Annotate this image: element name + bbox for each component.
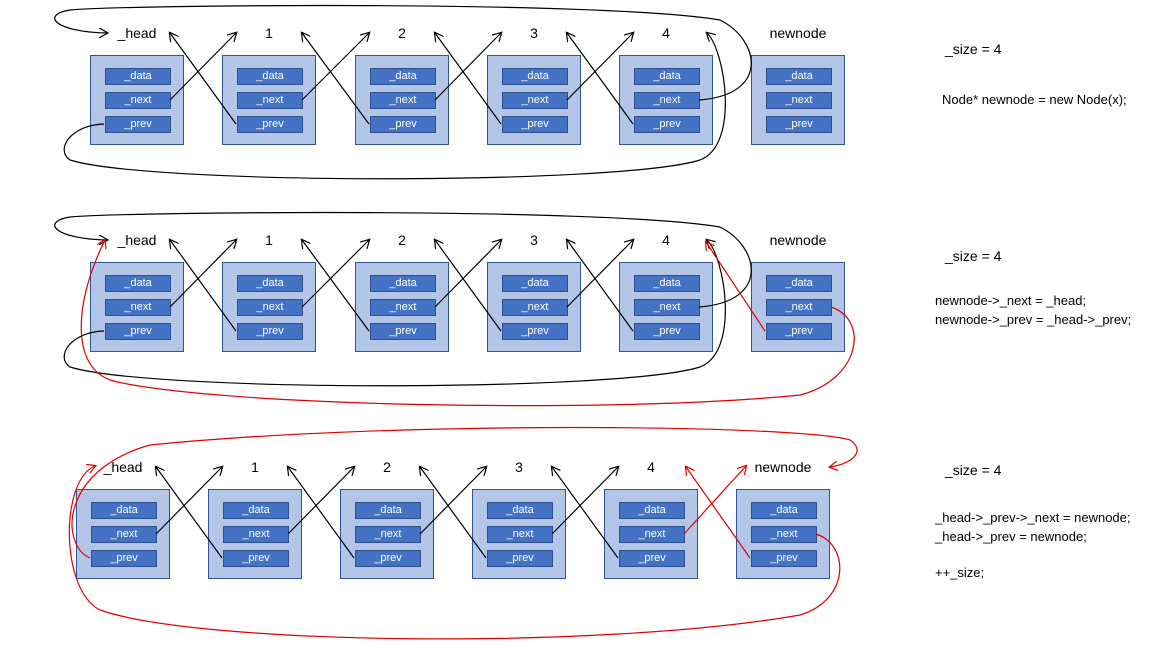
size-text-step-1: _size = 4 [945, 41, 1002, 57]
data-field: _data [487, 502, 553, 519]
label-node-4-step-3: 4 [647, 459, 655, 475]
code-line-step-3-2: _head->_prev = newnode; [935, 529, 1087, 544]
next-field: _next [751, 526, 817, 543]
prev-field: _prev [355, 550, 421, 567]
next-field: _next [370, 92, 436, 109]
data-field: _data [502, 68, 568, 85]
prev-field: _prev [105, 323, 171, 340]
label-node-4-step-2: 4 [662, 232, 670, 248]
label-node-1-step-1: 1 [265, 25, 273, 41]
data-field: _data [619, 502, 685, 519]
prev-field: _prev [502, 116, 568, 133]
data-field: _data [355, 502, 421, 519]
node-2-node-step-3: _data _next _prev [340, 489, 434, 579]
label-node-3-step-1: 3 [530, 25, 538, 41]
prev-field: _prev [766, 323, 832, 340]
node-3-node-step-2: _data _next _prev [487, 262, 581, 352]
next-field: _next [634, 92, 700, 109]
newnode-node-step-2: _data _next _prev [751, 262, 845, 352]
next-field: _next [237, 92, 303, 109]
next-field: _next [370, 299, 436, 316]
code-line-step-3-4: ++_size; [935, 565, 985, 580]
prev-field: _prev [370, 323, 436, 340]
label-node-3-step-3: 3 [515, 459, 523, 475]
size-text-step-2: _size = 4 [945, 248, 1002, 264]
label-node-4-step-1: 4 [662, 25, 670, 41]
next-field: _next [619, 526, 685, 543]
next-field: _next [105, 299, 171, 316]
prev-field: _prev [766, 116, 832, 133]
next-field: _next [766, 92, 832, 109]
next-field: _next [766, 299, 832, 316]
node-3-node-step-3: _data _next _prev [472, 489, 566, 579]
label-newnode-step-1: newnode [769, 25, 827, 41]
newnode-node-step-1: _data _next _prev [751, 55, 845, 145]
node-2-node-step-1: _data _next _prev [355, 55, 449, 145]
next-field: _next [634, 299, 700, 316]
data-field: _data [751, 502, 817, 519]
data-field: _data [766, 275, 832, 292]
label-head-step-2: _head [117, 232, 157, 248]
newnode-node-step-3: _data _next _prev [736, 489, 830, 579]
node-4-node-step-1: _data _next _prev [619, 55, 713, 145]
code-line-step-2-2: newnode->_prev = _head->_prev; [935, 312, 1132, 327]
next-field: _next [105, 92, 171, 109]
data-field: _data [634, 68, 700, 85]
prev-field: _prev [751, 550, 817, 567]
prev-field: _prev [91, 550, 157, 567]
data-field: _data [370, 275, 436, 292]
prev-field: _prev [634, 116, 700, 133]
label-node-2-step-3: 2 [383, 459, 391, 475]
head-node-step-1: _data _next _prev [90, 55, 184, 145]
data-field: _data [105, 68, 171, 85]
prev-field: _prev [105, 116, 171, 133]
label-node-3-step-2: 3 [530, 232, 538, 248]
data-field: _data [634, 275, 700, 292]
code-line-step-1-1: Node* newnode = new Node(x); [942, 92, 1127, 107]
next-field: _next [223, 526, 289, 543]
prev-field: _prev [619, 550, 685, 567]
label-newnode-step-2: newnode [769, 232, 827, 248]
data-field: _data [237, 275, 303, 292]
next-field: _next [502, 299, 568, 316]
node-1-node-step-3: _data _next _prev [208, 489, 302, 579]
data-field: _data [766, 68, 832, 85]
node-3-node-step-1: _data _next _prev [487, 55, 581, 145]
label-newnode-step-3: newnode [754, 459, 812, 475]
next-field: _next [237, 299, 303, 316]
data-field: _data [223, 502, 289, 519]
next-field: _next [355, 526, 421, 543]
prev-field: _prev [237, 116, 303, 133]
label-head-step-3: _head [103, 459, 143, 475]
prev-field: _prev [370, 116, 436, 133]
node-1-node-step-2: _data _next _prev [222, 262, 316, 352]
code-line-step-2-1: newnode->_next = _head; [935, 293, 1087, 308]
code-line-step-3-1: _head->_prev->_next = newnode; [935, 510, 1131, 525]
node-4-node-step-2: _data _next _prev [619, 262, 713, 352]
next-field: _next [502, 92, 568, 109]
head-node-step-2: _data _next _prev [90, 262, 184, 352]
node-1-node-step-1: _data _next _prev [222, 55, 316, 145]
prev-field: _prev [487, 550, 553, 567]
prev-field: _prev [237, 323, 303, 340]
label-node-1-step-3: 1 [251, 459, 259, 475]
data-field: _data [502, 275, 568, 292]
data-field: _data [105, 275, 171, 292]
next-field: _next [487, 526, 553, 543]
data-field: _data [370, 68, 436, 85]
label-node-2-step-2: 2 [398, 232, 406, 248]
label-head-step-1: _head [117, 25, 157, 41]
prev-field: _prev [223, 550, 289, 567]
prev-field: _prev [502, 323, 568, 340]
data-field: _data [91, 502, 157, 519]
label-node-1-step-2: 1 [265, 232, 273, 248]
prev-field: _prev [634, 323, 700, 340]
size-text-step-3: _size = 4 [945, 462, 1002, 478]
next-field: _next [91, 526, 157, 543]
head-node-step-3: _data _next _prev [76, 489, 170, 579]
node-4-node-step-3: _data _next _prev [604, 489, 698, 579]
node-2-node-step-2: _data _next _prev [355, 262, 449, 352]
label-node-2-step-1: 2 [398, 25, 406, 41]
data-field: _data [237, 68, 303, 85]
